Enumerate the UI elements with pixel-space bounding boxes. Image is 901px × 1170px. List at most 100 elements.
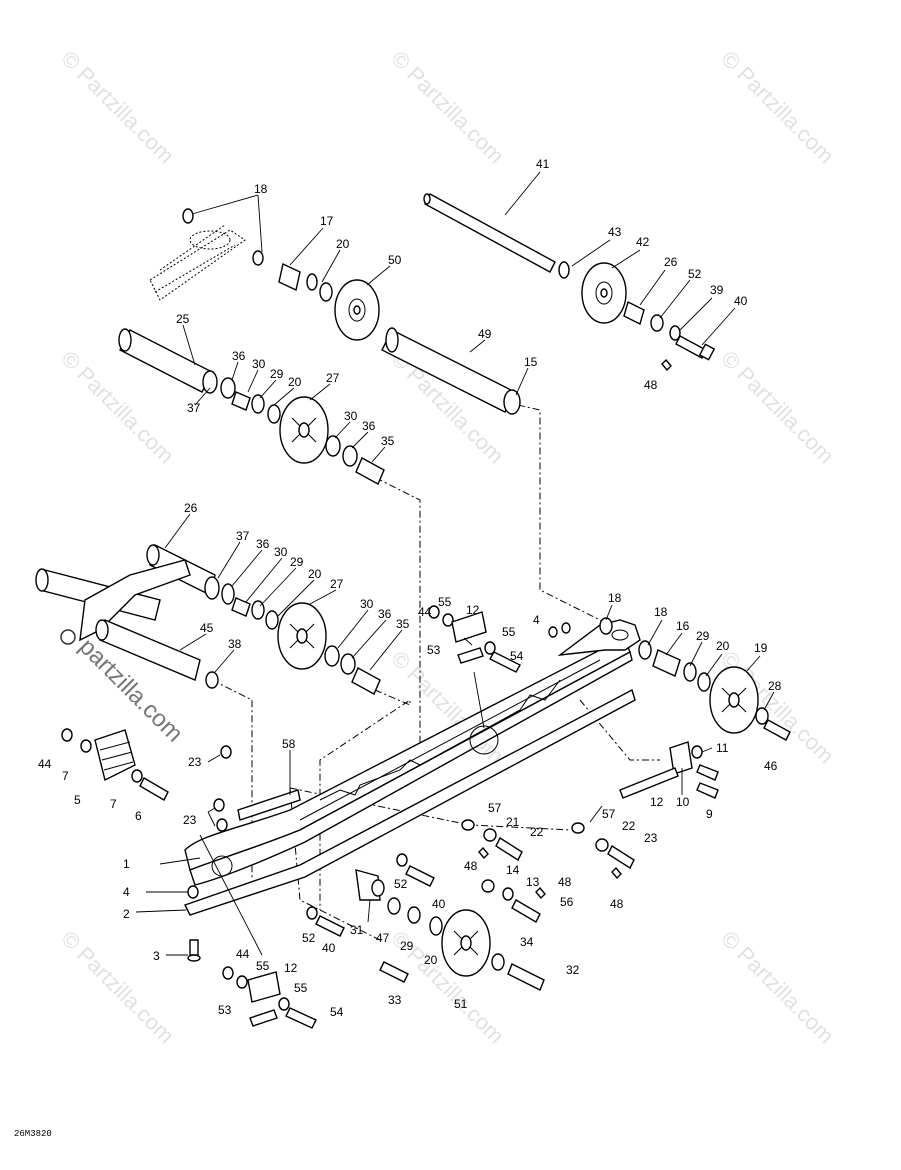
bolt-54 xyxy=(489,651,521,673)
callout-52: 52 xyxy=(394,877,408,891)
callout-32: 32 xyxy=(566,963,580,977)
bolt-10 xyxy=(619,767,679,799)
washer-18a xyxy=(182,208,194,224)
callout-29: 29 xyxy=(400,939,414,953)
washer-57b xyxy=(571,822,585,834)
reinforcement-58 xyxy=(237,789,301,821)
callout-23: 23 xyxy=(188,755,202,769)
nut-44 xyxy=(428,605,440,619)
adhesive-48 xyxy=(661,358,672,372)
bolt-40 xyxy=(405,865,435,887)
callout-2: 2 xyxy=(123,907,130,921)
washer-21 xyxy=(483,828,497,842)
callout-47: 47 xyxy=(376,931,390,945)
callout-1: 1 xyxy=(123,857,130,871)
washer-13 xyxy=(502,887,514,901)
callout-12: 12 xyxy=(284,961,298,975)
screw-3 xyxy=(189,939,199,956)
shaft-24 xyxy=(119,329,213,393)
washer-30 xyxy=(324,645,340,667)
washer-18b xyxy=(252,250,264,266)
washer-30 xyxy=(325,435,341,457)
axle-41 xyxy=(424,193,556,273)
callout-57: 57 xyxy=(602,807,616,821)
callout-9: 9 xyxy=(706,807,713,821)
callout-25: 26 xyxy=(664,255,678,269)
washer-52 xyxy=(306,906,318,920)
bolt-33 xyxy=(379,961,409,983)
callout-42: 42 xyxy=(636,235,650,249)
bushing-30 xyxy=(231,391,251,411)
callout-6: 6 xyxy=(135,809,142,823)
callout-21: 22 xyxy=(622,819,636,833)
callout-46: 46 xyxy=(764,759,778,773)
nut-4 xyxy=(187,885,199,899)
bolt-40b xyxy=(315,915,345,937)
callout-22: 22 xyxy=(530,825,544,839)
shaft-49-group xyxy=(381,327,521,415)
washer-7b xyxy=(131,769,143,783)
nut-23b xyxy=(213,798,225,812)
callout-48: 48 xyxy=(558,875,572,889)
block-12 xyxy=(247,971,281,1003)
callout-54: 54 xyxy=(330,1005,344,1019)
callout-3: 3 xyxy=(153,949,160,963)
copyright-icon xyxy=(60,629,76,645)
spacer-17 xyxy=(652,649,681,677)
callout-51: 51 xyxy=(454,997,468,1011)
callout-29: 29 xyxy=(696,629,710,643)
nut-44 xyxy=(61,728,73,742)
callout-18: 18 xyxy=(254,182,268,196)
callout-28: 28 xyxy=(768,679,782,693)
callout-22: 23 xyxy=(644,831,658,845)
bolt-32 xyxy=(507,963,545,991)
circlip-43 xyxy=(558,261,570,279)
bolt-54 xyxy=(285,1007,317,1029)
washer-55 xyxy=(442,613,454,627)
callout-55: 55 xyxy=(294,981,308,995)
arm-26 xyxy=(79,559,191,642)
callout-37: 37 xyxy=(187,401,201,415)
washer-36 xyxy=(342,445,358,467)
plate-53 xyxy=(249,1009,278,1027)
washer-29 xyxy=(683,662,697,682)
callout-30: 30 xyxy=(344,409,358,423)
callout-20: 20 xyxy=(336,237,350,251)
callout-13: 13 xyxy=(526,875,540,889)
callout-14: 14 xyxy=(506,863,520,877)
callout-38: 38 xyxy=(228,637,242,651)
callout-31: 31 xyxy=(350,923,364,937)
callout-11: 11 xyxy=(716,741,729,755)
stopper-5 xyxy=(94,729,136,782)
circlip-20 xyxy=(267,404,281,424)
callout-36: 36 xyxy=(256,537,270,551)
washer-36 xyxy=(221,583,235,605)
bolt-6 xyxy=(139,777,169,801)
callout-48: 48 xyxy=(610,897,624,911)
washer-14 xyxy=(481,879,495,893)
callout-49: 49 xyxy=(478,327,492,341)
callout-36: 36 xyxy=(232,349,246,363)
callout-52: 52 xyxy=(302,931,316,945)
lower-hardware xyxy=(306,819,635,991)
callout-52: 52 xyxy=(688,267,702,281)
callout-37: 37 xyxy=(236,529,250,543)
nut-23 xyxy=(220,745,232,759)
nut-44 xyxy=(222,966,234,980)
callout-19: 19 xyxy=(754,641,768,655)
bolt-46 xyxy=(763,719,791,741)
callout-39: 39 xyxy=(710,283,724,297)
nut-23c xyxy=(216,818,228,832)
bolt-22 xyxy=(495,836,523,862)
callout-53: 53 xyxy=(218,1003,232,1017)
callout-4: 4 xyxy=(533,613,540,627)
circlip-20 xyxy=(697,672,711,692)
bushing-16 xyxy=(278,262,301,292)
callout-53: 53 xyxy=(427,643,441,657)
callout-55: 55 xyxy=(438,595,452,609)
callout-54: 54 xyxy=(510,649,524,663)
callout-57: 57 xyxy=(488,801,502,815)
callout-20: 20 xyxy=(288,375,302,389)
adhesive-48 xyxy=(478,846,489,860)
callout-40: 40 xyxy=(322,941,336,955)
